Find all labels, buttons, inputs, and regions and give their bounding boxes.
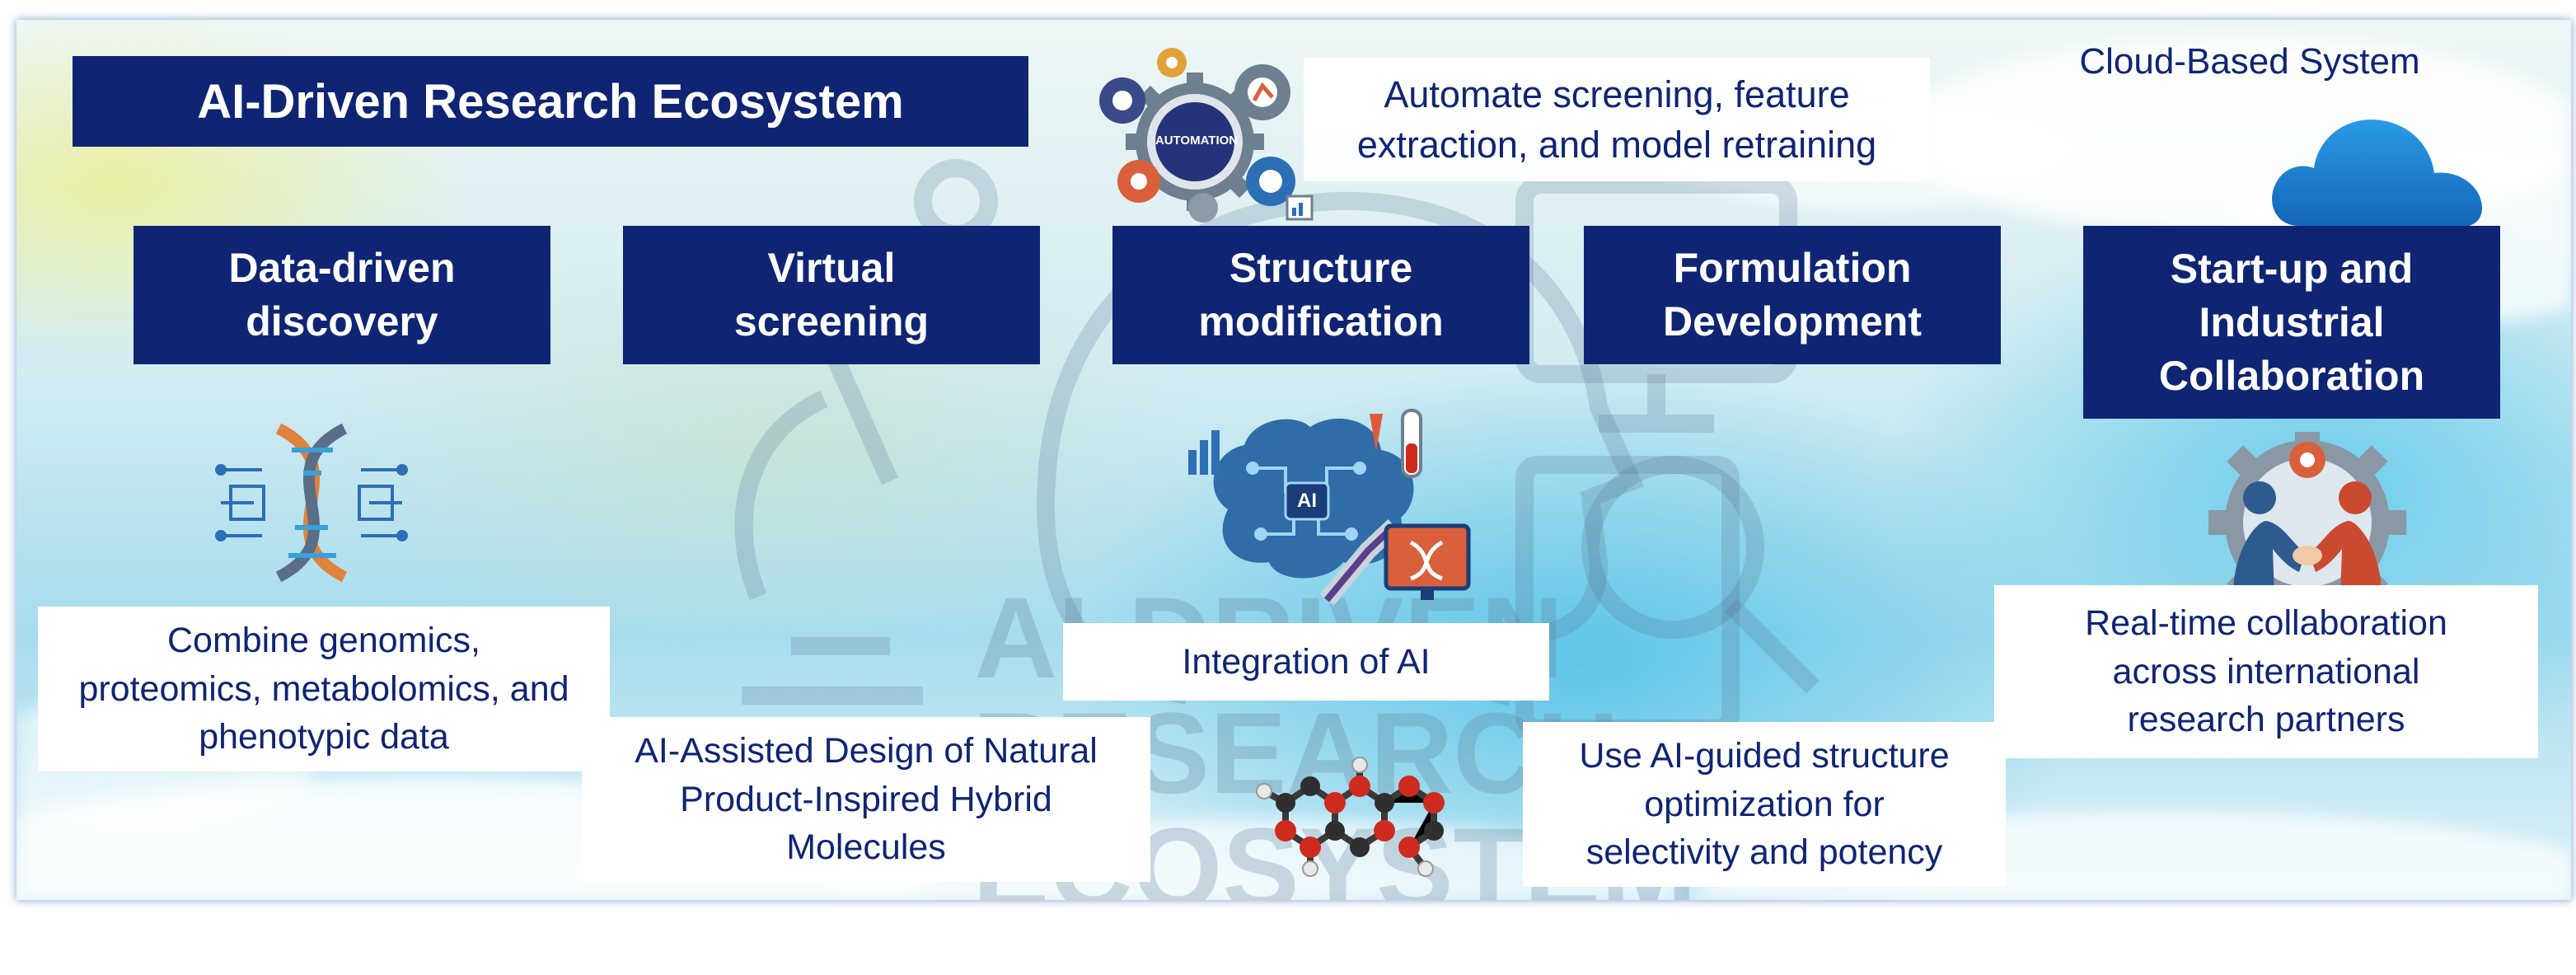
note-combine-omics-data: Combine genomics, proteomics, metabolomi… (38, 607, 610, 771)
note-international-collaboration: Real-time collaboration across internati… (1994, 585, 2538, 758)
stage-data-driven-discovery: Data-driven discovery (133, 226, 550, 364)
ai-brain-icon (1188, 409, 1471, 607)
automation-badge: AUTOMATION (1155, 133, 1239, 148)
diagram-frame: AI-DRIVEN RESEARCH ECOSYSTEM AI-Driven R… (16, 20, 2571, 900)
automation-note: Automate screening, feature extraction, … (1304, 58, 1930, 181)
molecule-icon (1256, 757, 1445, 877)
note-structure-optimization: Use AI-guided structure optimization for… (1523, 722, 2006, 887)
stage-structure-modification: Structure modification (1112, 226, 1529, 364)
stage-formulation-development: Formulation Development (1584, 226, 2001, 364)
gear-icon (1099, 48, 1314, 223)
diagram-title: AI-Driven Research Ecosystem (73, 56, 1028, 147)
cloud-label: Cloud-Based System (2079, 41, 2420, 82)
stage-virtual-screening: Virtual screening (623, 226, 1040, 364)
ai-chip-label: AI (1297, 490, 1317, 512)
stage-startup-industrial-collaboration: Start-up and Industrial Collaboration (2083, 226, 2500, 419)
note-hybrid-molecule-design: AI-Assisted Design of Natural Product-In… (582, 717, 1150, 882)
dna-circuit-icon (215, 423, 408, 583)
note-integration-of-ai: Integration of AI (1063, 623, 1549, 701)
cloud-icon (2272, 120, 2482, 227)
